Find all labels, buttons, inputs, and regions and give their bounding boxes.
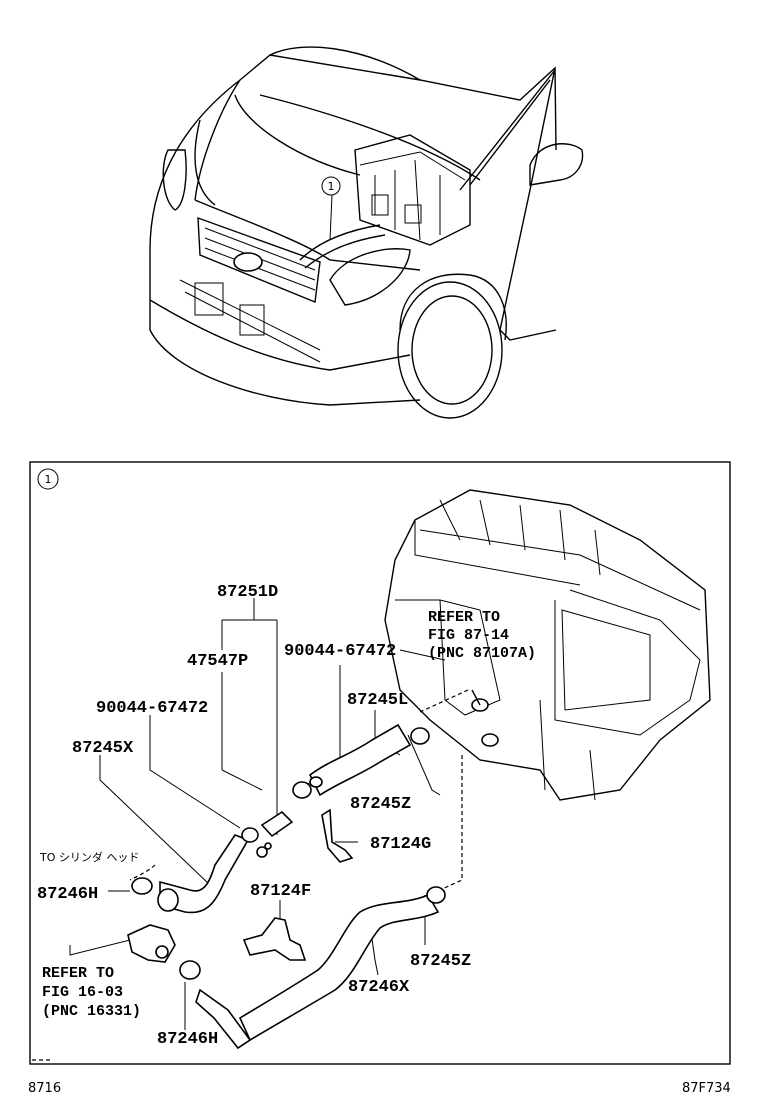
svg-text:1: 1 [328,180,335,193]
water-outlet-connector [127,924,176,963]
clamp-90044-a [241,827,259,843]
part-label-87251D: 87251D [217,583,278,602]
hose-87246X [238,893,440,1042]
part-label-87245L: 87245L [347,691,408,710]
part-label-47547P: 47547P [187,652,248,671]
footer-right-code: 87F734 [682,1081,731,1096]
part-label-87246H-a: 87246H [37,885,98,904]
hose-87245L [308,723,412,797]
part-label-87246H-b: 87246H [157,1030,218,1049]
svg-text:(PNC 87107A): (PNC 87107A) [428,645,536,662]
part-label-87124F: 87124F [250,882,311,901]
bracket-87124G [321,808,354,863]
svg-text:REFER TO: REFER TO [42,965,114,982]
clamp-87246H-a [131,877,179,912]
clamp-87245Z-b [426,886,446,904]
detail-frame [29,461,731,1065]
callout-marker-top: 1 [321,176,341,196]
to-cylinder-head-note: TO シリンダ ヘッド [39,850,139,864]
callout-marker-detail: 1 [37,468,59,490]
part-label-90044-67472-b: 90044-67472 [284,642,396,661]
part-label-90044-67472-a: 90044-67472 [96,699,208,718]
bracket-87124F [242,917,307,961]
refer-note-left: REFER TO FIG 16-03 (PNC 16331) [42,965,141,1020]
part-label-87245X: 87245X [72,739,134,758]
vehicle-overview [149,46,584,419]
refer-note-top: REFER TO FIG 87-14 (PNC 87107A) [428,609,536,662]
footer-left-code: 8716 [28,1081,61,1096]
part-label-87246X: 87246X [348,978,410,997]
svg-text:REFER TO: REFER TO [428,609,500,626]
part-label-87245Z-b: 87245Z [410,952,471,971]
union-47547P [256,810,294,858]
part-label-87245Z-a: 87245Z [350,795,411,814]
svg-text:1: 1 [45,473,52,486]
svg-text:FIG 16-03: FIG 16-03 [42,984,123,1001]
part-label-87124G: 87124G [370,835,431,854]
svg-text:FIG 87-14: FIG 87-14 [428,627,509,644]
clamp-87245Z-a [410,727,430,745]
clamp-90044-b [292,776,323,799]
svg-text:(PNC 16331): (PNC 16331) [42,1003,141,1020]
hose-87246H [195,988,252,1050]
heater-unit-assembly [384,489,711,801]
clamp-87246H-b [179,960,201,980]
